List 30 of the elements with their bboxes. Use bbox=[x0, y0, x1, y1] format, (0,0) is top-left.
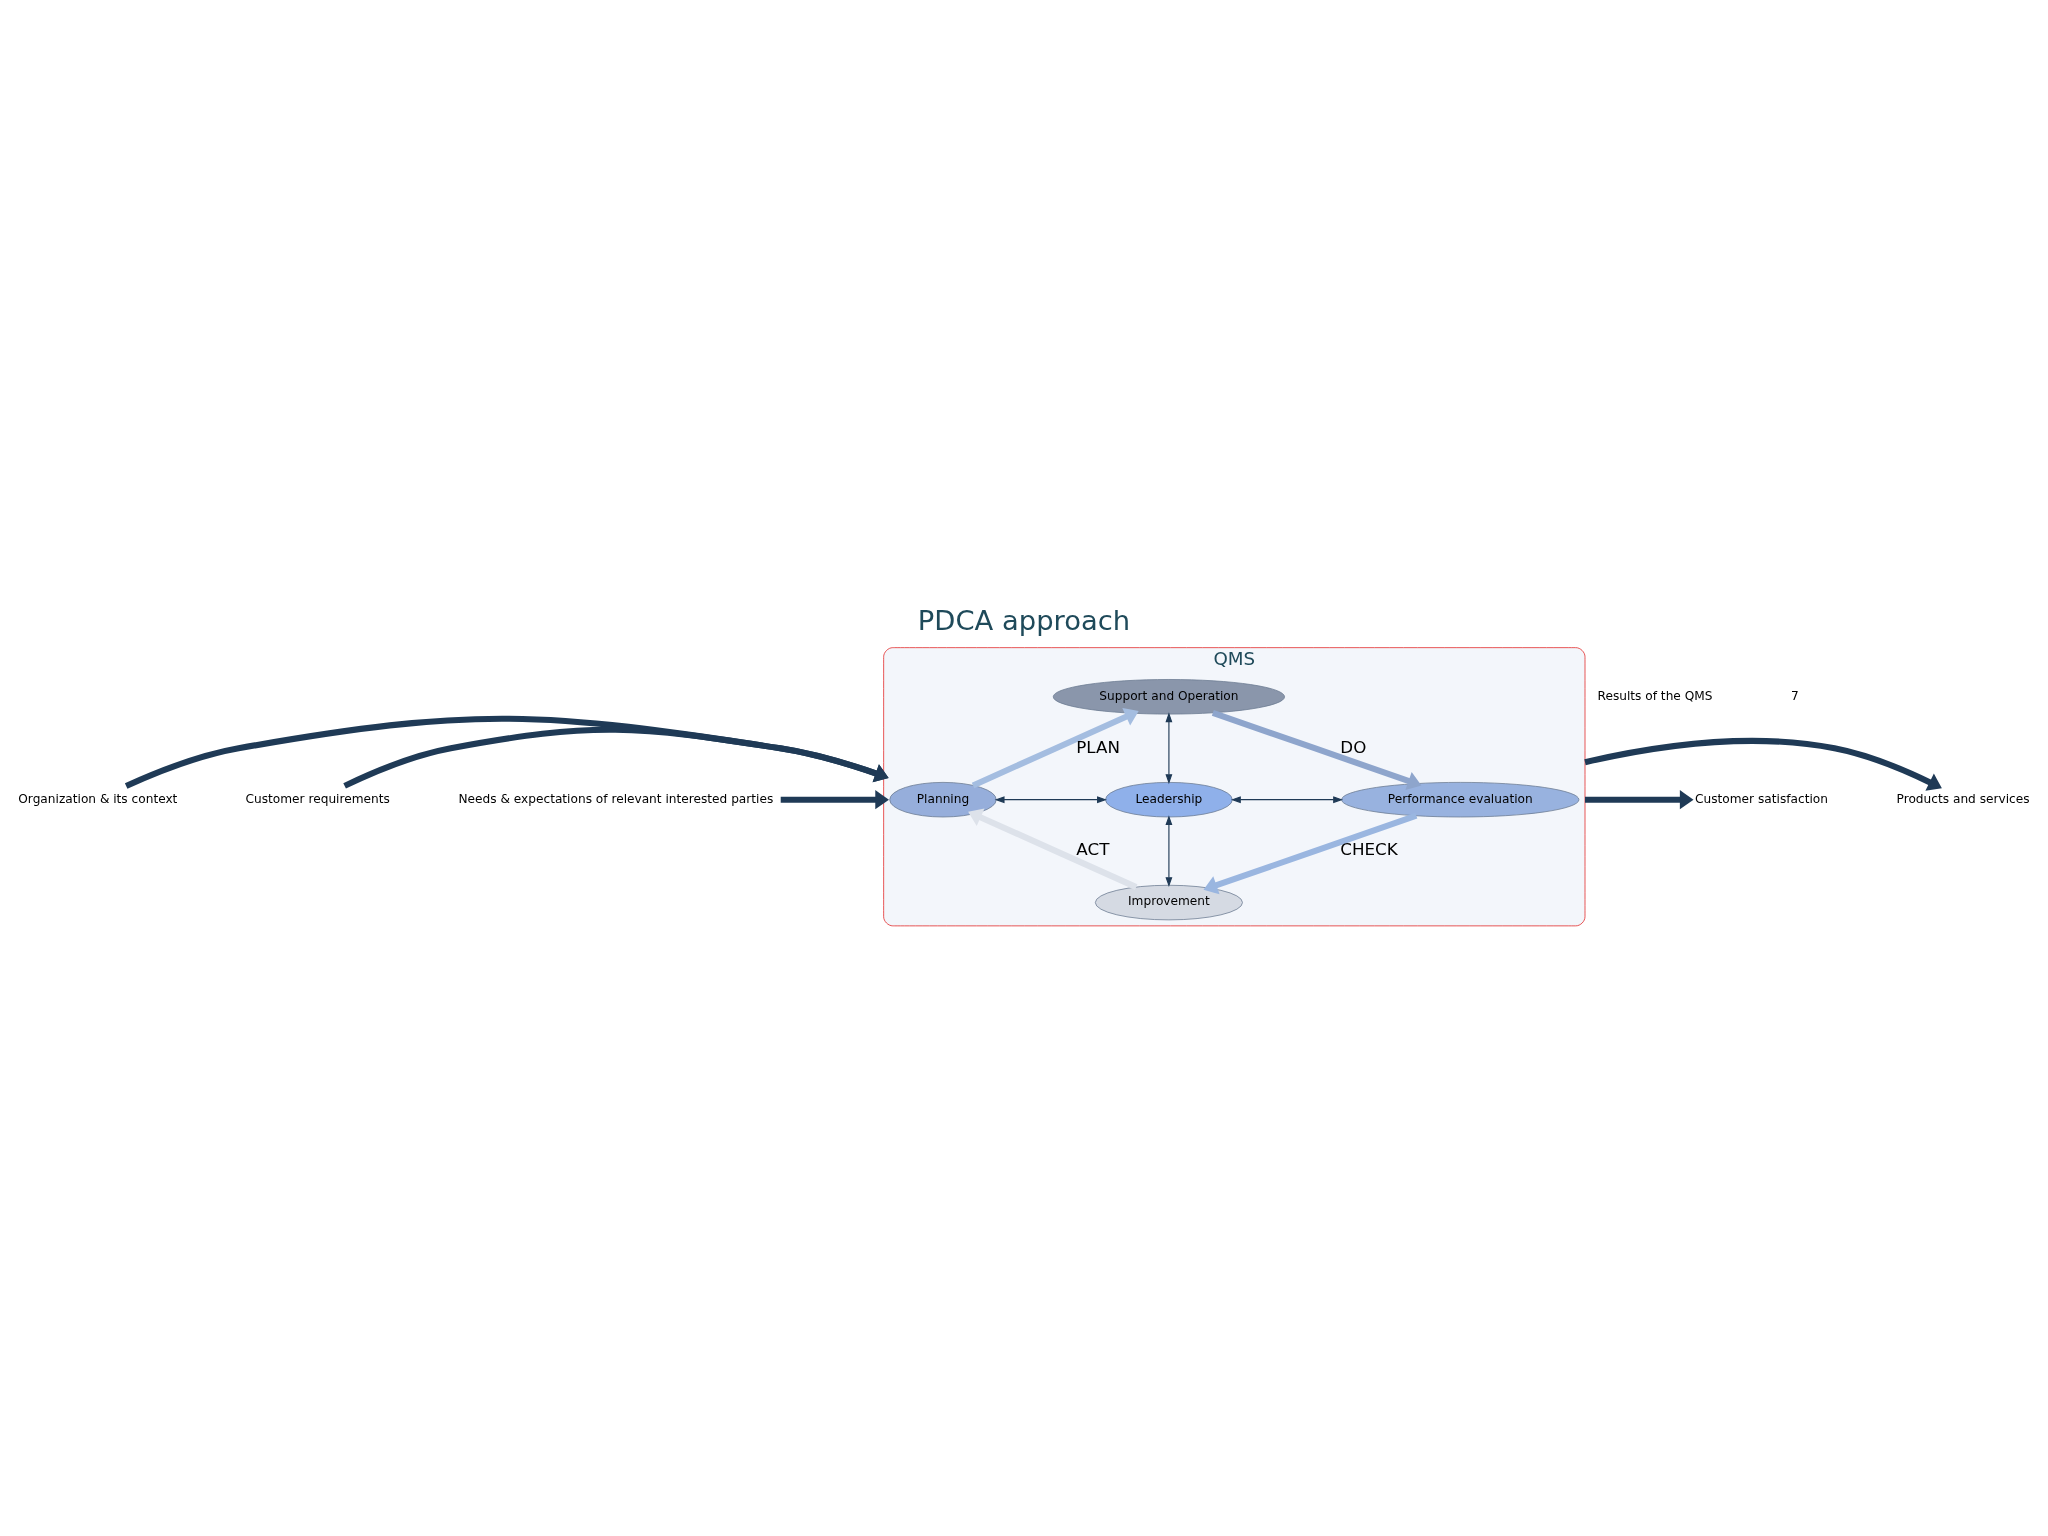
arrow bbox=[1203, 812, 1418, 894]
arrow bbox=[780, 789, 889, 809]
arrow bbox=[1211, 709, 1422, 790]
arrow bbox=[343, 726, 889, 789]
arrow bbox=[971, 707, 1139, 788]
edge-label: ACT bbox=[1076, 838, 1110, 859]
node-ellipse: Leadership bbox=[1105, 781, 1233, 817]
diagram-title: PDCA approach bbox=[917, 604, 1131, 636]
arrow bbox=[124, 715, 889, 789]
node-text: Customer requirements bbox=[245, 791, 390, 806]
label: 7 bbox=[1791, 688, 1799, 703]
arrow bbox=[968, 808, 1138, 890]
node-ellipse: Performance evaluation bbox=[1341, 781, 1580, 817]
arrow bbox=[1165, 814, 1173, 887]
node-text: Customer satisfaction bbox=[1695, 791, 1828, 806]
edge-label: DO bbox=[1340, 736, 1367, 756]
label: Results of the QMS bbox=[1597, 688, 1713, 703]
arrow bbox=[1584, 737, 1942, 791]
node-ellipse: Support and Operation bbox=[1052, 678, 1285, 714]
node-ellipse: Improvement bbox=[1094, 884, 1243, 920]
node-ellipse: Planning bbox=[889, 781, 997, 817]
node-text: Organization & its context bbox=[18, 791, 178, 806]
node-text: Needs & expectations of relevant interested parties bbox=[458, 791, 774, 806]
node-text: Products and services bbox=[1896, 791, 2030, 806]
arrow bbox=[1585, 789, 1694, 809]
edge-label: CHECK bbox=[1340, 838, 1398, 859]
edge-label: PLAN bbox=[1076, 736, 1121, 756]
arrow bbox=[994, 795, 1107, 803]
arrow bbox=[1165, 711, 1173, 784]
arrow bbox=[1230, 795, 1344, 803]
